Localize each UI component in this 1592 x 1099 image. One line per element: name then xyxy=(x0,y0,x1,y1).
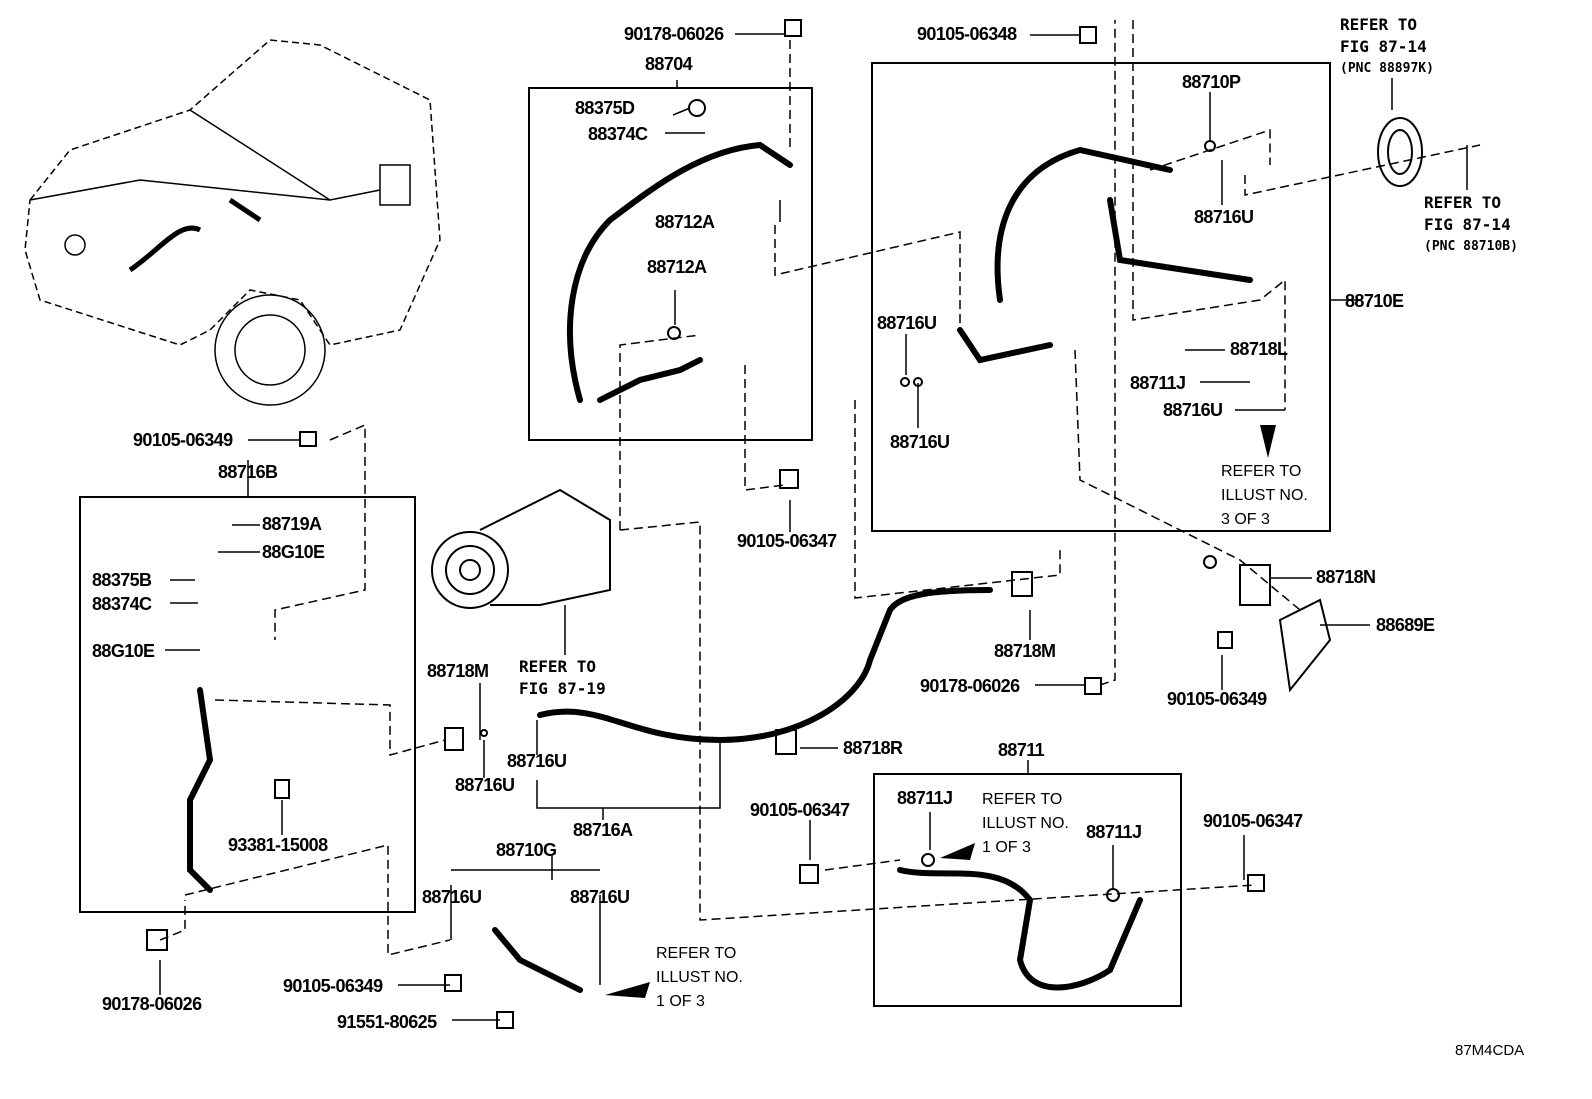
part-label[interactable]: 90105-06348 xyxy=(917,24,1017,44)
refer-note[interactable]: REFER TO ILLUST NO. 1 OF 3 xyxy=(656,942,743,1014)
part-label[interactable]: 88716A xyxy=(573,820,633,840)
part-label[interactable]: 90105-06349 xyxy=(1167,689,1267,709)
part-label[interactable]: 88710G xyxy=(496,840,557,860)
refer-note[interactable]: REFER TO FIG 87-14 (PNC 88710B) xyxy=(1424,192,1518,258)
refer-line: FIG 87-14 xyxy=(1424,215,1511,234)
refer-note[interactable]: REFER TO FIG 87-14 (PNC 88897K) xyxy=(1340,14,1434,80)
part-label[interactable]: 88710P xyxy=(1182,72,1241,92)
diagram-code: 87M4CDA xyxy=(1455,1042,1525,1059)
part-label[interactable]: 90105-06347 xyxy=(1203,811,1303,831)
refer-line: REFER TO xyxy=(982,791,1063,808)
part-label[interactable]: 91551-80625 xyxy=(337,1012,437,1032)
part-label[interactable]: 90105-06347 xyxy=(737,531,837,551)
part-label[interactable]: 88712A xyxy=(647,257,707,277)
part-label[interactable]: 88716U xyxy=(570,887,630,907)
part-label[interactable]: 90178-06026 xyxy=(920,676,1020,696)
part-label[interactable]: 90178-06026 xyxy=(102,994,202,1014)
refer-line: 1 OF 3 xyxy=(982,839,1031,856)
part-label[interactable]: 88716U xyxy=(422,887,482,907)
hose-lines xyxy=(187,141,1253,993)
part-label[interactable]: 88711J xyxy=(1086,822,1142,842)
refer-line: ILLUST NO. xyxy=(982,815,1069,832)
part-label[interactable]: 88716B xyxy=(218,462,278,482)
part-label[interactable]: 88716U xyxy=(507,751,567,771)
fittings xyxy=(146,19,1423,1029)
part-label[interactable]: 88716U xyxy=(455,775,515,795)
part-label[interactable]: 88G10E xyxy=(262,542,325,562)
refer-line: REFER TO xyxy=(1340,15,1418,34)
refer-note[interactable]: REFER TO FIG 87-19 xyxy=(519,656,606,700)
refer-line: (PNC 88710B) xyxy=(1424,239,1518,254)
part-label[interactable]: 88704 xyxy=(645,54,693,74)
refer-line: ILLUST NO. xyxy=(1221,487,1308,504)
leader-lines xyxy=(159,33,1468,1021)
refer-line: FIG 87-19 xyxy=(519,679,606,698)
refer-note[interactable]: REFER TO ILLUST NO. 3 OF 3 xyxy=(1221,460,1308,532)
part-label[interactable]: 88716U xyxy=(890,432,950,452)
refer-line: 1 OF 3 xyxy=(656,993,705,1010)
refer-line: REFER TO xyxy=(656,945,737,962)
part-label[interactable]: 88689E xyxy=(1376,615,1435,635)
dashed-guide-lines xyxy=(159,20,1481,956)
part-label[interactable]: 88716U xyxy=(877,313,937,333)
refer-line: 3 OF 3 xyxy=(1221,511,1270,528)
part-label[interactable]: 90105-06349 xyxy=(133,430,233,450)
part-label[interactable]: 88G10E xyxy=(92,641,155,661)
part-label[interactable]: 90105-06347 xyxy=(750,800,850,820)
refer-arrows xyxy=(605,425,1276,998)
part-label[interactable]: 88719A xyxy=(262,514,322,534)
group-box-88704 xyxy=(528,87,813,441)
part-label[interactable]: 88718L xyxy=(1230,339,1288,359)
refer-line: ILLUST NO. xyxy=(656,969,743,986)
part-label[interactable]: 88711 xyxy=(998,740,1045,760)
part-label[interactable]: 88375B xyxy=(92,570,152,590)
part-label[interactable]: 88718R xyxy=(843,738,903,758)
refer-line: FIG 87-14 xyxy=(1340,37,1427,56)
part-label[interactable]: 88718N xyxy=(1316,567,1376,587)
part-label[interactable]: 88712A xyxy=(655,212,715,232)
part-label[interactable]: 93381-15008 xyxy=(228,835,328,855)
part-label[interactable]: 88711J xyxy=(897,788,953,808)
refer-line: REFER TO xyxy=(519,657,597,676)
compressor-illustration xyxy=(431,488,611,609)
refer-line: (PNC 88897K) xyxy=(1340,61,1434,76)
part-label[interactable]: 88716U xyxy=(1163,400,1223,420)
part-label[interactable]: 90105-06349 xyxy=(283,976,383,996)
part-label[interactable]: 88374C xyxy=(588,124,648,144)
vehicle-illustration xyxy=(24,39,441,406)
part-label[interactable]: 90178-06026 xyxy=(624,24,724,44)
refer-line: REFER TO xyxy=(1221,463,1302,480)
part-label[interactable]: 88718M xyxy=(994,641,1056,661)
part-label[interactable]: 88718M xyxy=(427,661,489,681)
refer-note[interactable]: REFER TO ILLUST NO. 1 OF 3 xyxy=(982,788,1069,860)
part-label[interactable]: 88374C xyxy=(92,594,152,614)
part-label[interactable]: 88375D xyxy=(575,98,635,118)
part-label[interactable]: 88710E xyxy=(1345,291,1404,311)
part-label[interactable]: 88711J xyxy=(1130,373,1186,393)
group-box-88710E xyxy=(871,62,1331,532)
refer-line: REFER TO xyxy=(1424,193,1502,212)
part-label[interactable]: 88716U xyxy=(1194,207,1254,227)
